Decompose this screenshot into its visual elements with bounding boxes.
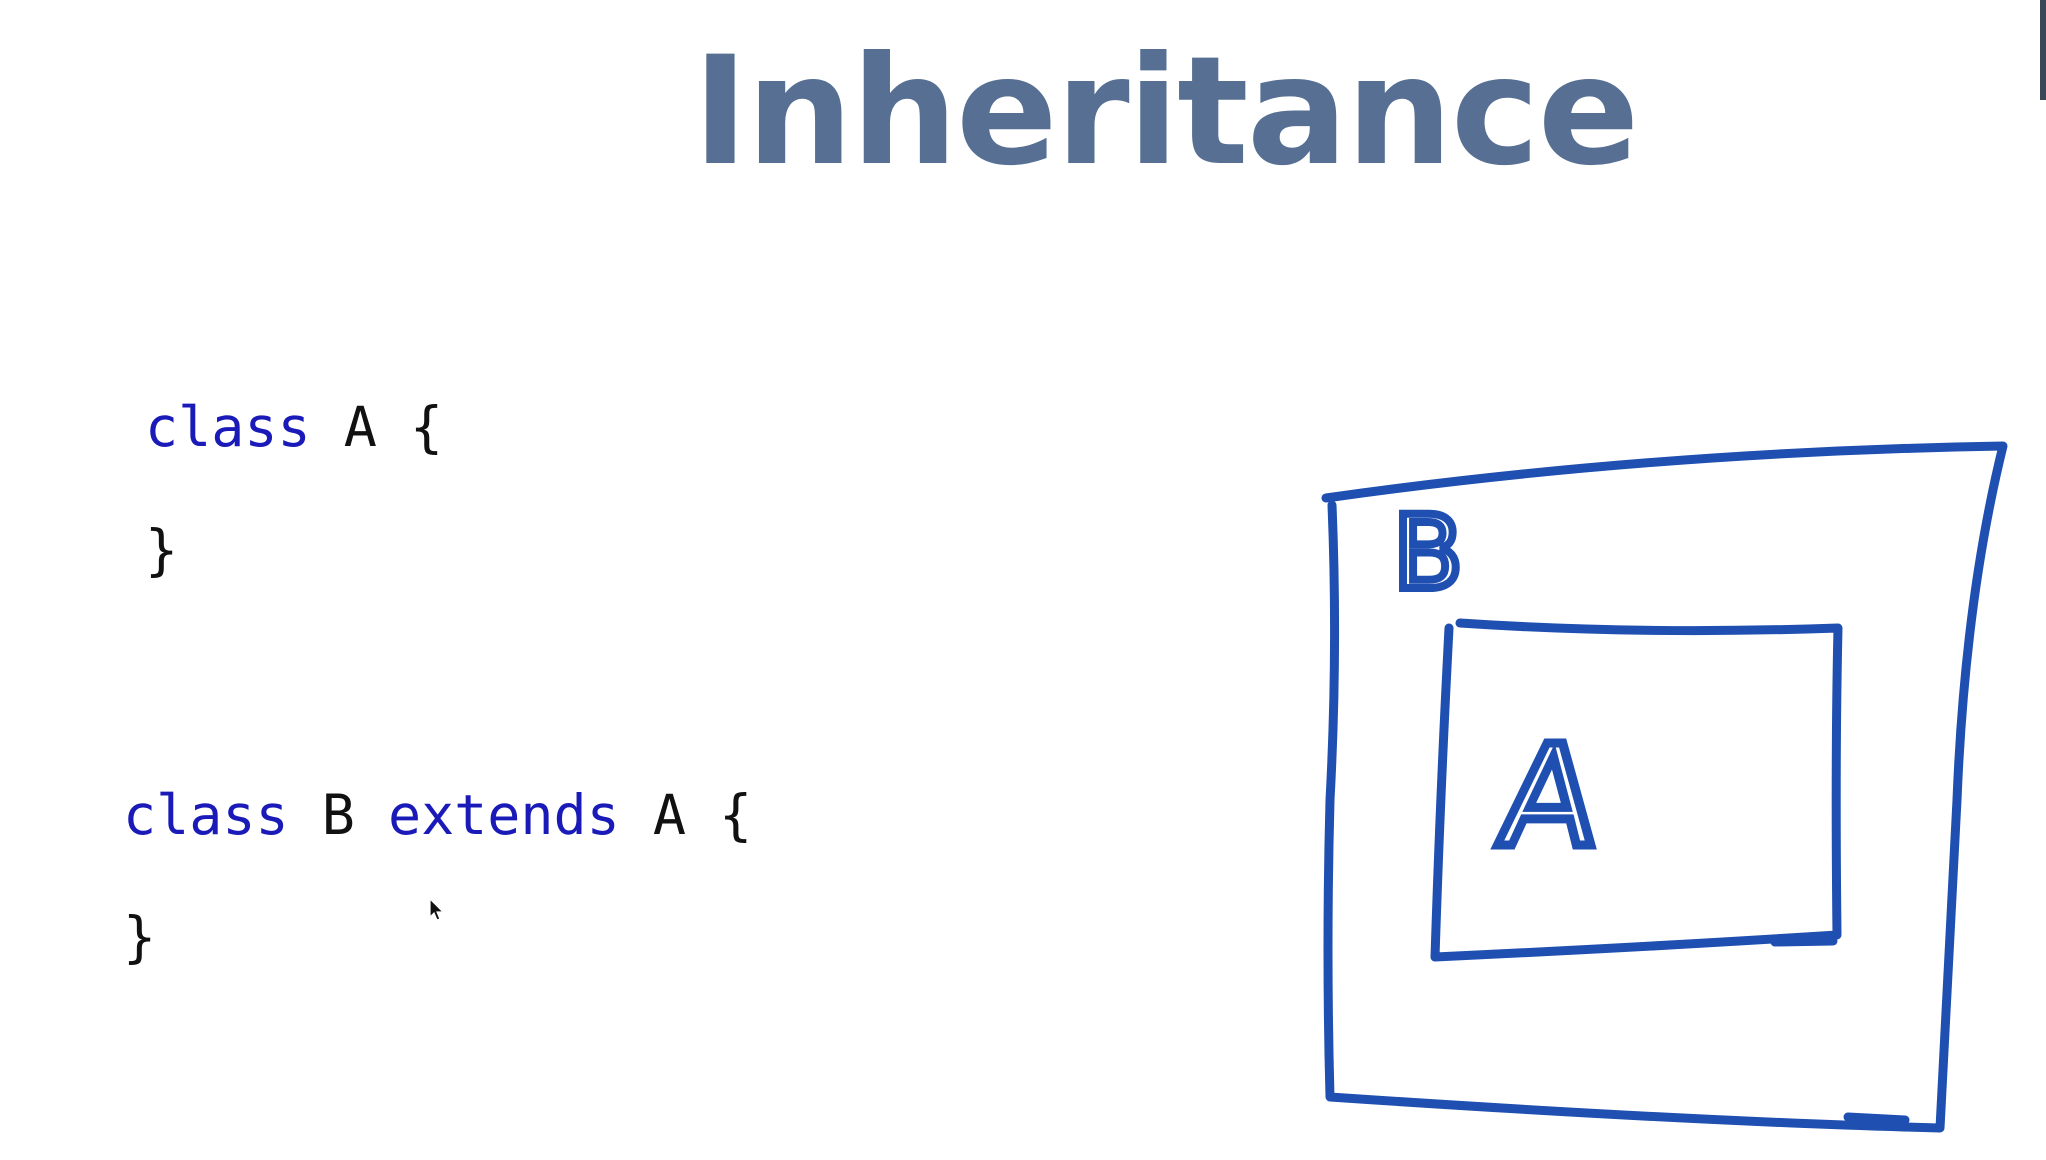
- open-brace: {: [719, 783, 753, 847]
- class-a-close-brace: }: [145, 518, 179, 582]
- class-name-b: B: [321, 783, 355, 847]
- outer-box-label: B: [1393, 494, 1463, 613]
- edge-scrollbar: [2040, 0, 2046, 100]
- class-name-a: A: [343, 395, 377, 459]
- class-b-declaration: class B extends A {: [123, 788, 752, 843]
- class-keyword: class: [123, 783, 289, 847]
- class-b-close-brace: }: [123, 905, 157, 969]
- mouse-pointer-icon: [429, 898, 445, 921]
- inner-box-a: [1430, 618, 1843, 962]
- class-keyword: class: [145, 395, 311, 459]
- extends-keyword: extends: [387, 783, 620, 847]
- inner-box-label: A: [1493, 716, 1606, 879]
- slide-title: Inheritance: [692, 25, 1640, 199]
- class-a-declaration: class A {: [145, 400, 443, 455]
- open-brace: {: [409, 395, 444, 459]
- parent-class-name: A: [652, 783, 686, 847]
- outer-box-b: [1321, 441, 2008, 1133]
